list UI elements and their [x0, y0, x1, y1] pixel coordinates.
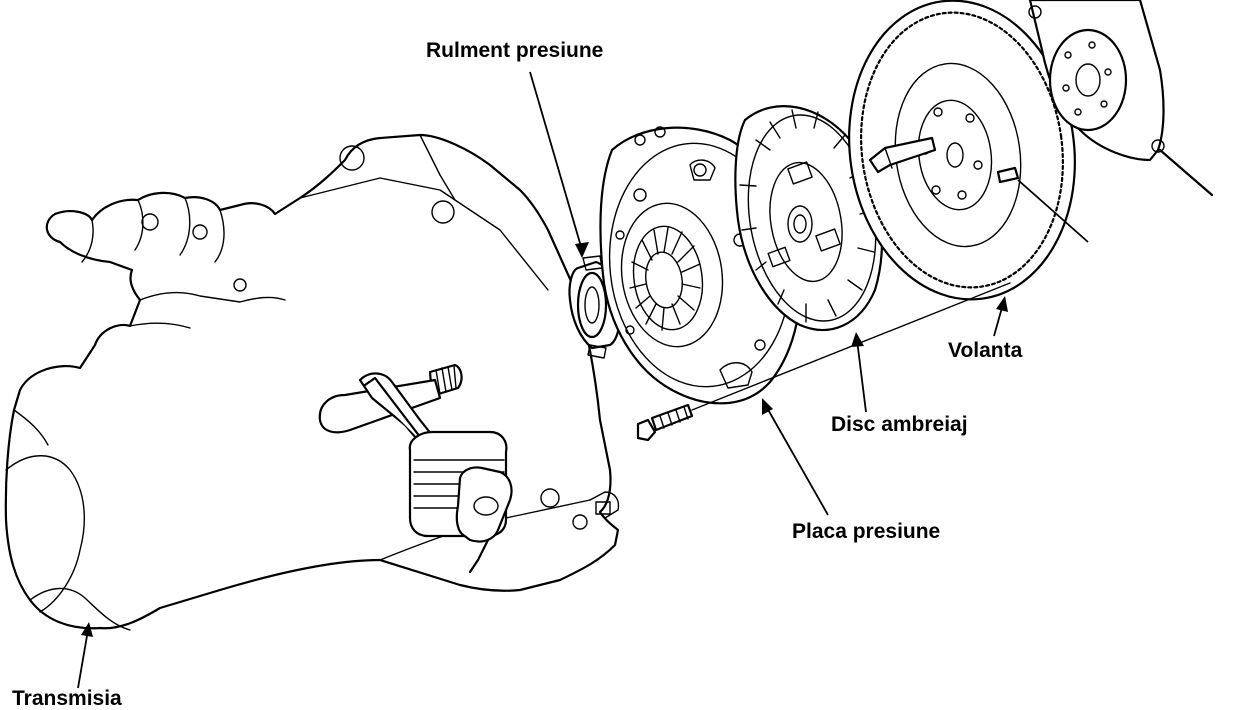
label-clutch-disc: Disc ambreiaj [831, 413, 968, 436]
label-pointers [77, 71, 1089, 689]
label-transmission: Transmisia [12, 687, 122, 710]
engine-flange [1028, 0, 1214, 197]
transmission-housing [4, 133, 620, 631]
flywheel [848, 0, 1076, 301]
label-release-bearing: Rulment presiune [426, 39, 604, 62]
pressure-plate-bolt [636, 282, 1011, 442]
label-pressure-plate: Placa presiune [792, 520, 941, 543]
clutch-disc [734, 105, 883, 332]
label-flywheel: Volanta [948, 339, 1023, 362]
